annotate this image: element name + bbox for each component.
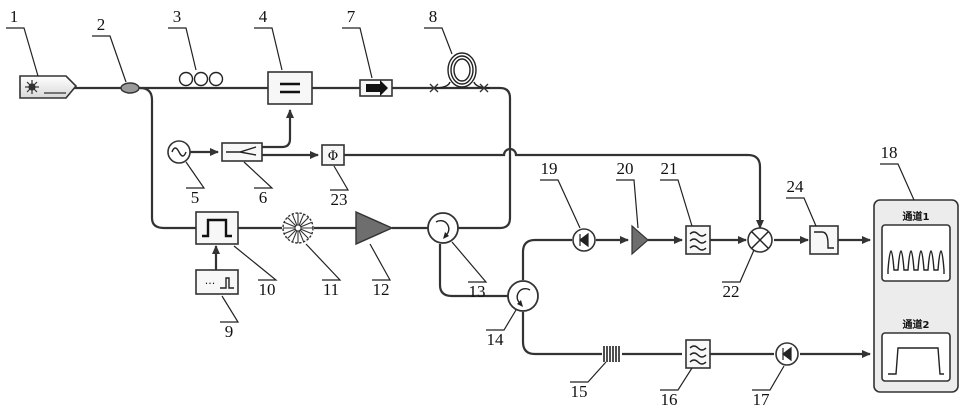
bandpass-filter-16 (686, 340, 710, 368)
label-23: 23 (331, 190, 348, 209)
label-10: 10 (259, 280, 276, 299)
label-15: 15 (571, 382, 588, 401)
label-6: 6 (259, 188, 268, 207)
label-4: 4 (259, 7, 268, 26)
label-3: 3 (173, 7, 182, 26)
fiber-spool (434, 53, 490, 88)
label-21: 21 (661, 159, 678, 178)
label-12: 12 (373, 280, 390, 299)
label-17: 17 (753, 390, 771, 409)
phase-symbol: Φ (328, 149, 339, 164)
pulse-generator: ··· (196, 270, 238, 294)
label-18: 18 (881, 143, 898, 162)
label-11: 11 (323, 280, 339, 299)
optical-circulator-13 (428, 213, 458, 243)
optical-amplifier (356, 212, 392, 244)
label-2: 2 (97, 15, 106, 34)
lowpass-filter (810, 226, 838, 254)
label-24: 24 (787, 177, 805, 196)
laser-icon (25, 80, 39, 94)
phase-shifter: Φ (322, 145, 344, 165)
label-8: 8 (429, 7, 438, 26)
label-9: 9 (225, 322, 234, 341)
label-1: 1 (10, 7, 19, 26)
polarization-controller (180, 73, 223, 86)
label-22: 22 (723, 282, 740, 301)
channel-1-label: 通道1 (903, 210, 930, 223)
bandpass-filter-21 (686, 226, 710, 254)
electrical-amplifier (632, 226, 648, 254)
photodetector-17 (776, 343, 798, 365)
connection-lines (72, 88, 870, 354)
rf-signal-generator (168, 141, 190, 163)
laser-source (20, 76, 76, 98)
oscilloscope: 通道1 通道2 (874, 200, 958, 392)
pulse-generator-dots: ··· (205, 277, 216, 290)
label-19: 19 (541, 159, 558, 178)
label-20: 20 (617, 159, 634, 178)
pulse-modulator (196, 212, 238, 244)
label-7: 7 (347, 7, 356, 26)
label-16: 16 (661, 390, 678, 409)
label-5: 5 (191, 188, 200, 207)
electro-optic-modulator (268, 72, 312, 104)
channel-2-label: 通道2 (903, 318, 930, 331)
label-14: 14 (487, 330, 505, 349)
fiber-bragg-grating (604, 346, 619, 362)
photodetector-19 (573, 229, 595, 251)
mixer (748, 228, 772, 252)
power-splitter (222, 143, 262, 161)
optical-circulator-14 (508, 281, 538, 311)
label-13: 13 (469, 282, 486, 301)
leader-lines (6, 28, 914, 390)
fiber-coupler (121, 83, 139, 93)
frequency-comb-icon (283, 213, 313, 243)
optical-isolator (360, 80, 392, 96)
